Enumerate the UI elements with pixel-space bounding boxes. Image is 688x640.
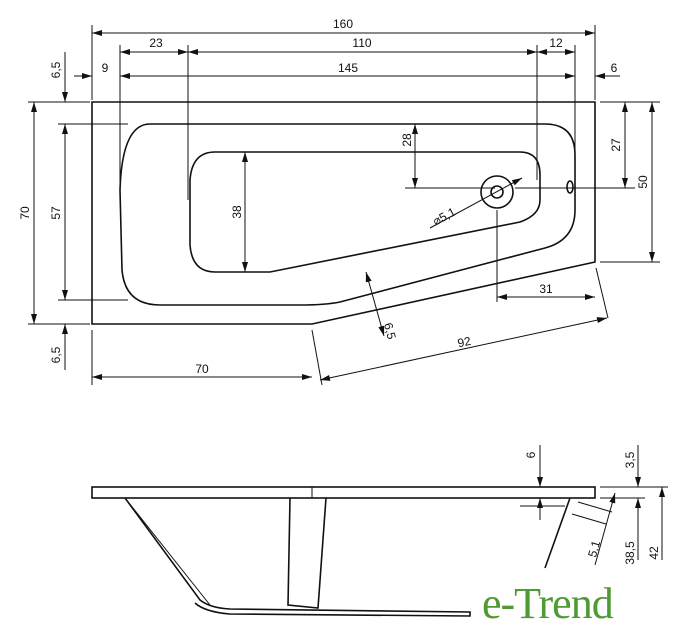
dim-inner-width: 57 <box>49 206 63 220</box>
dim-right-width: 50 <box>636 175 650 189</box>
dim-right-offset: 12 <box>549 36 563 50</box>
dim-straight-length: 70 <box>195 362 209 376</box>
extension-lines <box>28 25 660 386</box>
dim-rim-top: 6,5 <box>49 61 63 78</box>
dim-middle-length: 110 <box>352 36 371 50</box>
side-support <box>287 497 327 609</box>
dim-total-width: 70 <box>18 206 32 220</box>
dim-rim-bottom: 6,5 <box>49 346 63 363</box>
dim-slant-rim: 6,5 <box>381 321 399 341</box>
top-view-labels: 160 23 110 12 9 145 6 6,5 70 57 6,5 27 5… <box>18 17 650 376</box>
overflow <box>566 180 574 194</box>
dim-inner-length: 145 <box>338 61 358 75</box>
dim-rim-thickness: 6 <box>524 451 538 458</box>
dimension-lines <box>31 30 655 381</box>
dim-left-offset: 23 <box>149 36 163 50</box>
dim-top-rim: 3,5 <box>623 451 637 468</box>
dim-drain-to-edge: 27 <box>609 138 623 152</box>
top-view <box>91 101 596 325</box>
side-view: 6 3,5 5,1 38,5 42 <box>91 445 668 617</box>
tub-outer-outline <box>91 101 596 325</box>
dim-drain-diameter: ⌀5,1 <box>430 205 458 229</box>
tub-basin <box>189 151 541 273</box>
dim-drain-from-top: 28 <box>400 133 414 147</box>
drain-inner <box>490 185 504 199</box>
dim-rim-left: 9 <box>102 61 109 75</box>
dim-total-height: 42 <box>647 546 661 560</box>
dim-basin-width: 38 <box>230 205 244 219</box>
dim-rim-right: 6 <box>611 61 618 75</box>
dim-inner-height: 38,5 <box>623 541 637 565</box>
dim-drain-offset: 31 <box>539 282 553 296</box>
dim-slant-length: 92 <box>456 334 472 351</box>
drain-outer <box>480 175 514 209</box>
dim-total-length: 160 <box>333 17 353 31</box>
side-body <box>124 497 471 617</box>
side-rim <box>91 486 596 499</box>
dim-slope-thickness: 5,1 <box>585 539 603 559</box>
brand-logo: e-Trend <box>482 579 614 628</box>
